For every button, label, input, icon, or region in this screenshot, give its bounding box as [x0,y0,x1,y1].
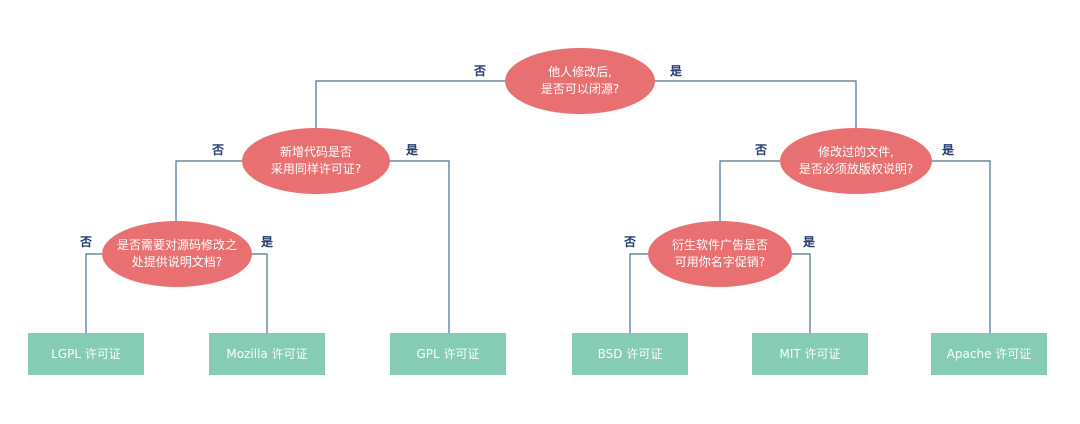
leaf-apache: Apache 许可证 [931,333,1047,375]
leaf-mit: MIT 许可证 [752,333,868,375]
edge-label-docs-no: 否 [80,235,93,249]
connector-root-no [315,80,512,147]
leaf-lgpl-text: LGPL 许可证 [51,346,121,361]
question-root-text: 他人修改后, 是否可以闭源? [540,65,620,96]
connector-root-yes [650,80,857,147]
connector-docs-yes [247,253,268,333]
edge-label-newcode-no: 否 [212,143,225,157]
edge-label-promo-yes: 是 [803,235,816,249]
leaf-lgpl: LGPL 许可证 [28,333,144,375]
question-copyright: 修改过的文件, 是否必须放版权说明? [780,128,932,194]
leaf-mozilla: Mozilla 许可证 [209,333,325,375]
leaf-mit-text: MIT 许可证 [779,346,841,361]
edge-label-copyright-no: 否 [755,143,768,157]
leaf-gpl: GPL 许可证 [390,333,506,375]
edge-label-root-no: 否 [474,64,487,78]
question-docs: 是否需要对源码修改之 处提供说明文档? [102,221,252,287]
question-copyright-text: 修改过的文件, 是否必须放版权说明? [798,145,914,176]
question-new-code-text: 新增代码是否 采用同样许可证? [270,145,362,176]
connector-promo-no [629,253,655,333]
leaf-mozilla-text: Mozilla 许可证 [226,346,308,361]
question-promo: 衍生软件广告是否 可用你名字促销? [648,221,792,287]
connector-promo-yes [785,253,811,333]
edge-label-newcode-yes: 是 [406,143,419,157]
question-root: 他人修改后, 是否可以闭源? [505,48,655,114]
connector-newcode-yes [385,160,450,333]
question-new-code: 新增代码是否 采用同样许可证? [242,128,390,194]
question-docs-text: 是否需要对源码修改之 处提供说明文档? [116,238,237,269]
edge-label-root-yes: 是 [670,64,683,78]
leaf-apache-text: Apache 许可证 [946,346,1032,361]
edge-label-promo-no: 否 [624,235,637,249]
question-promo-text: 衍生软件广告是否 可用你名字促销? [671,238,768,269]
leaf-bsd: BSD 许可证 [572,333,688,375]
edge-label-copyright-yes: 是 [942,143,955,157]
leaf-bsd-text: BSD 许可证 [597,346,663,361]
leaf-gpl-text: GPL 许可证 [416,346,480,361]
connector-copyright-yes [926,160,991,333]
edge-label-docs-yes: 是 [261,235,274,249]
